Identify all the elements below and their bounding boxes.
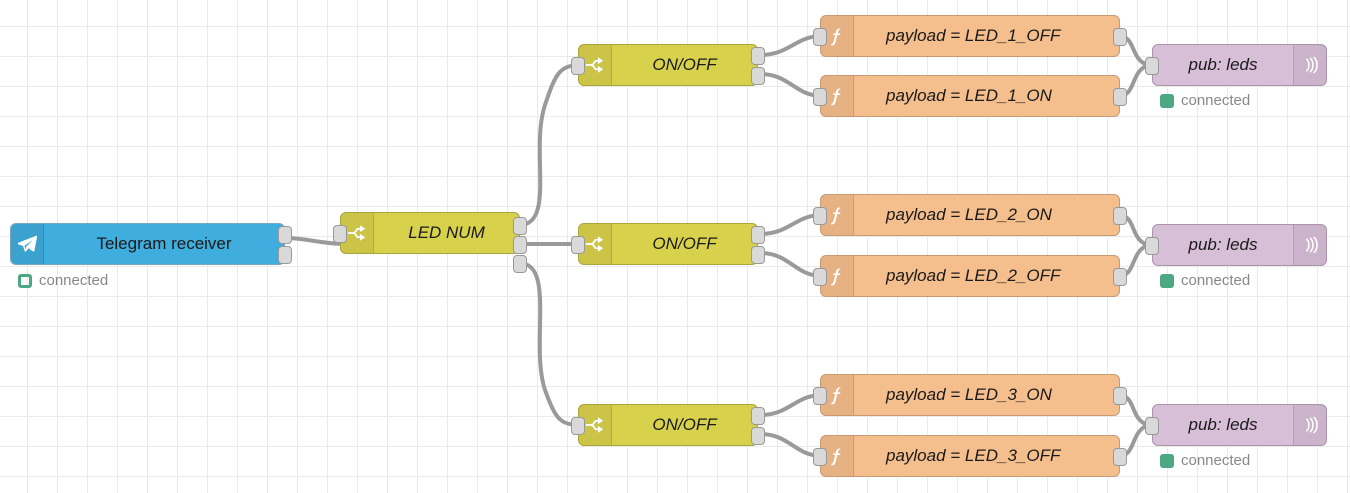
node-label-onoff-2: ON/OFF [652, 234, 717, 253]
telegram-plane-icon [11, 224, 44, 264]
node-label-led-num: LED NUM [408, 223, 485, 242]
node-led-num[interactable]: LED NUM [333, 212, 527, 273]
node-telegram-receiver[interactable]: Telegram receiver [10, 223, 292, 265]
output-port-telegram-1[interactable] [278, 226, 292, 244]
node-label-function-led-1-on: payload = LED_1_ON [886, 86, 1052, 105]
node-function-led-1-on[interactable]: payload = LED_1_ON [813, 75, 1127, 117]
input-port-function-led-1-off[interactable] [813, 28, 827, 46]
output-port-led-num-3[interactable] [513, 255, 527, 273]
node-function-led-3-on[interactable]: payload = LED_3_ON [813, 374, 1127, 416]
node-label-function-led-1-off: payload = LED_1_OFF [886, 26, 1061, 45]
status-text: connected [1181, 272, 1251, 289]
output-port-function-led-3-off[interactable] [1113, 448, 1127, 466]
output-port-onoff-3-2[interactable] [751, 427, 765, 445]
output-port-led-num-1[interactable] [513, 217, 527, 235]
status-mqtt-2: connected [1160, 272, 1250, 289]
input-port-function-led-3-off[interactable] [813, 448, 827, 466]
node-label-telegram-receiver: Telegram receiver [96, 234, 232, 253]
output-port-function-led-1-off[interactable] [1113, 28, 1127, 46]
input-port-mqtt-3[interactable] [1145, 417, 1159, 435]
input-port-led-num[interactable] [333, 225, 347, 243]
node-label-function-led-2-off: payload = LED_2_OFF [886, 266, 1061, 285]
input-port-onoff-3[interactable] [571, 417, 585, 435]
status-indicator-icon [1160, 93, 1174, 108]
input-port-onoff-2[interactable] [571, 236, 585, 254]
node-label-function-led-2-on: payload = LED_2_ON [886, 205, 1052, 224]
wire-lednum-to-onoff1 [517, 63, 584, 227]
node-label-function-led-3-on: payload = LED_3_ON [886, 385, 1052, 404]
mqtt-signal-icon [1293, 45, 1326, 85]
mqtt-signal-icon [1293, 225, 1326, 265]
status-text: connected [39, 272, 109, 289]
output-port-onoff-1-1[interactable] [751, 47, 765, 65]
output-port-onoff-3-1[interactable] [751, 407, 765, 425]
node-onoff-3[interactable]: ON/OFF [571, 404, 765, 446]
node-label-mqtt-2: pub: leds [1188, 235, 1258, 254]
node-label-onoff-1: ON/OFF [652, 55, 717, 74]
status-mqtt-3: connected [1160, 452, 1250, 469]
input-port-function-led-2-off[interactable] [813, 268, 827, 286]
node-mqtt-pub-leds-1[interactable]: pub: leds [1145, 44, 1327, 86]
status-indicator-icon [1160, 273, 1174, 288]
output-port-onoff-1-2[interactable] [751, 67, 765, 85]
node-function-led-3-off[interactable]: payload = LED_3_OFF [813, 435, 1127, 477]
input-port-onoff-1[interactable] [571, 57, 585, 75]
status-mqtt-1: connected [1160, 92, 1250, 109]
node-function-led-2-off[interactable]: payload = LED_2_OFF [813, 255, 1127, 297]
mqtt-signal-icon [1293, 405, 1326, 445]
node-label-onoff-3: ON/OFF [652, 415, 717, 434]
input-port-mqtt-1[interactable] [1145, 57, 1159, 75]
node-onoff-1[interactable]: ON/OFF [571, 44, 765, 86]
output-port-function-led-1-on[interactable] [1113, 88, 1127, 106]
output-port-telegram-2[interactable] [278, 246, 292, 264]
status-indicator-icon [1160, 453, 1174, 468]
status-indicator-icon [18, 273, 32, 288]
status-telegram-receiver: connected [18, 272, 108, 289]
node-label-function-led-3-off: payload = LED_3_OFF [886, 446, 1061, 465]
output-port-onoff-2-1[interactable] [751, 226, 765, 244]
node-function-led-1-off[interactable]: payload = LED_1_OFF [813, 15, 1127, 57]
input-port-function-led-2-on[interactable] [813, 207, 827, 225]
output-port-led-num-2[interactable] [513, 236, 527, 254]
node-function-led-2-on[interactable]: payload = LED_2_ON [813, 194, 1127, 236]
node-label-mqtt-3: pub: leds [1188, 415, 1258, 434]
output-port-function-led-3-on[interactable] [1113, 387, 1127, 405]
node-onoff-2[interactable]: ON/OFF [571, 223, 765, 265]
output-port-function-led-2-off[interactable] [1113, 268, 1127, 286]
input-port-function-led-1-on[interactable] [813, 88, 827, 106]
node-mqtt-pub-leds-2[interactable]: pub: leds [1145, 224, 1327, 266]
wire-lednum-to-onoff3 [517, 261, 584, 427]
node-label-mqtt-1: pub: leds [1188, 55, 1258, 74]
input-port-mqtt-2[interactable] [1145, 237, 1159, 255]
node-mqtt-pub-leds-3[interactable]: pub: leds [1145, 404, 1327, 446]
output-port-function-led-2-on[interactable] [1113, 207, 1127, 225]
status-text: connected [1181, 452, 1251, 469]
output-port-onoff-2-2[interactable] [751, 246, 765, 264]
input-port-function-led-3-on[interactable] [813, 387, 827, 405]
status-text: connected [1181, 92, 1251, 109]
